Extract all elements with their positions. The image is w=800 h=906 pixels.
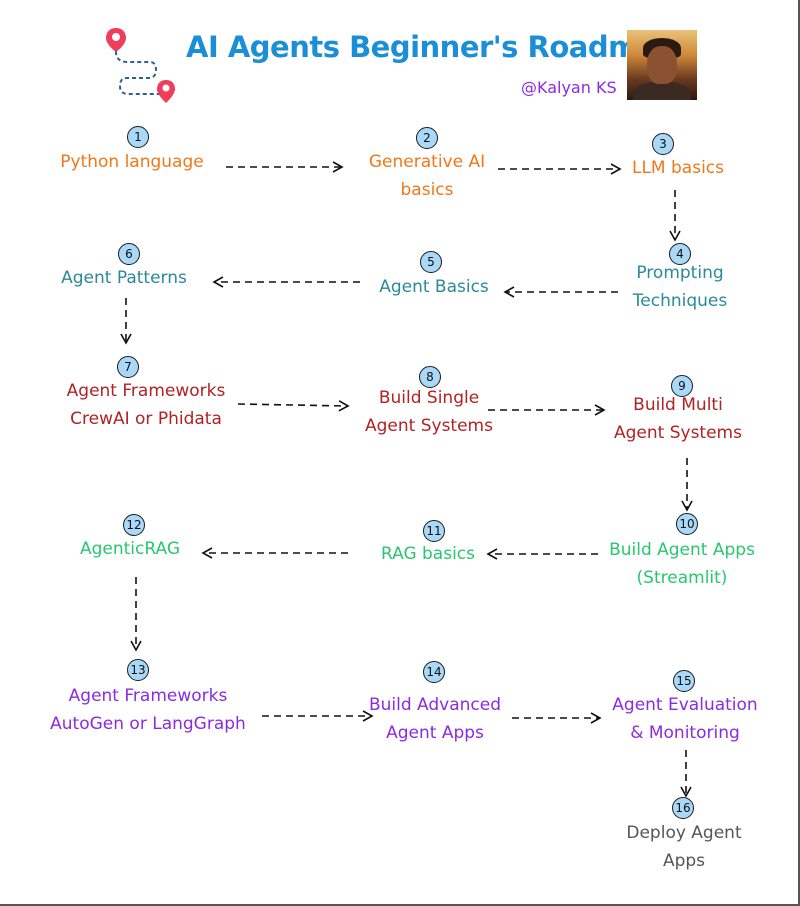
step-number-badge: 1 xyxy=(127,126,149,148)
step-label-line: basics xyxy=(400,180,454,200)
step-label-line: Agent Apps xyxy=(386,723,484,743)
route-map-pins-icon xyxy=(106,28,175,103)
step-label-line: LLM basics xyxy=(631,158,724,178)
step-label: Build Multi Agent Systems xyxy=(600,391,756,447)
author-avatar xyxy=(627,30,697,100)
step-number-badge: 6 xyxy=(118,243,140,265)
step-label-line: Prompting xyxy=(636,263,724,283)
step-label-line: RAG basics xyxy=(380,544,476,564)
step-label: Build Single Agent Systems xyxy=(350,384,508,440)
step-number-badge: 5 xyxy=(420,251,442,273)
step-label: Generative AI basics xyxy=(352,148,502,204)
arrow-7-to-8 xyxy=(237,400,350,412)
step-number-badge: 4 xyxy=(669,243,691,265)
pin-icon xyxy=(106,28,126,52)
step-label: Agent Evaluation & Monitoring xyxy=(600,691,770,747)
step-number-badge: 12 xyxy=(123,514,145,536)
step-label-line: Generative AI xyxy=(368,152,486,172)
step-label-line: Agent Frameworks xyxy=(66,381,226,401)
step-label: Agent Patterns xyxy=(46,264,202,292)
step-label: RAG basics xyxy=(368,540,488,568)
step-label-line: Build Advanced xyxy=(368,695,502,715)
step-label: AgenticRAG xyxy=(66,535,194,563)
step-label-line: Agent Evaluation xyxy=(612,695,758,715)
step-label-line: Agent Systems xyxy=(614,423,742,443)
step-number-badge: 11 xyxy=(423,520,445,542)
step-label: Agent Frameworks AutoGen or LangGraph xyxy=(42,682,254,738)
step-number-badge: 8 xyxy=(419,366,441,388)
pin-icon xyxy=(157,80,175,103)
step-number-badge: 9 xyxy=(671,375,693,397)
step-label-line: AutoGen or LangGraph xyxy=(50,714,246,734)
author-handle: @Kalyan KS xyxy=(521,78,617,97)
step-label: LLM basics xyxy=(620,154,736,182)
step-label: Prompting Techniques xyxy=(618,259,742,315)
step-label-line: Apps xyxy=(662,851,706,871)
step-number-badge: 2 xyxy=(416,127,438,149)
step-number-badge: 13 xyxy=(127,659,149,681)
step-number-badge: 14 xyxy=(423,661,445,683)
step-number-badge: 3 xyxy=(652,133,674,155)
step-label-line: Techniques xyxy=(632,291,728,311)
step-label: Agent Basics xyxy=(366,273,502,301)
step-number-badge: 15 xyxy=(673,670,695,692)
page-title: AI Agents Beginner's Roadmap xyxy=(186,30,678,64)
step-label-line: Build Agent Apps xyxy=(609,540,755,560)
step-label: Build Advanced Agent Apps xyxy=(360,691,510,747)
step-number-badge: 7 xyxy=(117,356,139,378)
step-number-badge: 10 xyxy=(676,513,698,535)
step-number-badge: 16 xyxy=(672,797,694,819)
step-label-line: CrewAI or Phidata xyxy=(70,409,222,429)
step-label-line: Python language xyxy=(60,152,204,172)
step-label-line: Agent Systems xyxy=(365,416,493,436)
step-label-line: Deploy Agent xyxy=(626,823,742,843)
step-label-line: & Monitoring xyxy=(630,723,740,743)
step-label: Agent Frameworks CrewAI or Phidata xyxy=(48,377,244,433)
step-label-line: Agent Frameworks xyxy=(68,686,228,706)
step-label-line: (Streamlit) xyxy=(636,568,728,588)
step-label-line: Build Multi xyxy=(633,395,723,415)
step-label: Build Agent Apps (Streamlit) xyxy=(598,536,766,592)
step-label: Deploy Agent Apps xyxy=(614,819,754,875)
step-label-line: Build Single xyxy=(378,388,480,408)
step-label-line: Agent Basics xyxy=(379,277,489,297)
step-label-line: AgenticRAG xyxy=(79,539,181,559)
step-label: Python language xyxy=(52,148,212,176)
step-label-line: Agent Patterns xyxy=(61,268,187,288)
